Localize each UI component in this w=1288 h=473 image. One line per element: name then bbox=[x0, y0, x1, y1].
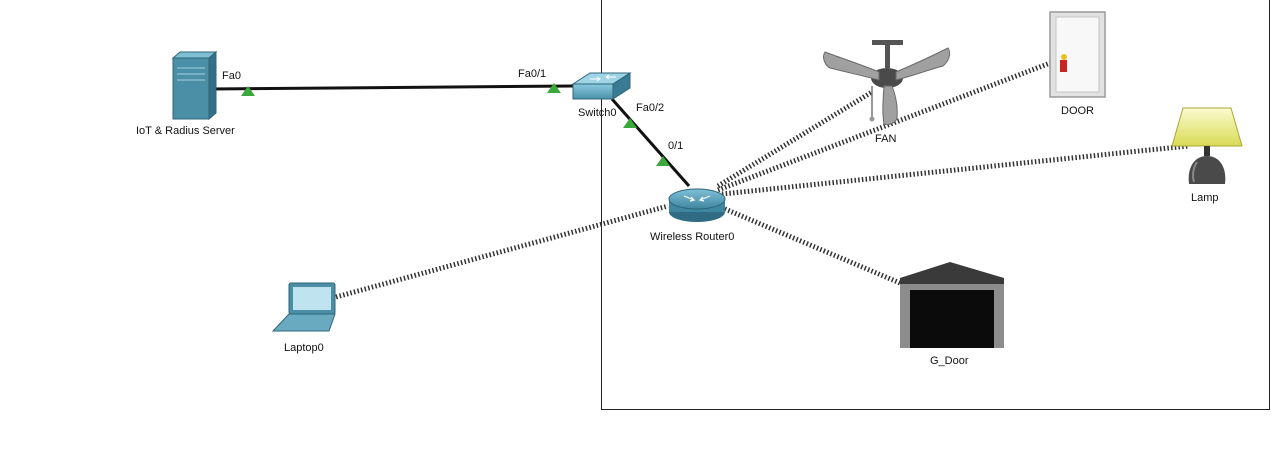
home-boundary-rectangle bbox=[601, 0, 1270, 410]
link-up-triangle-fa0-2 bbox=[623, 118, 637, 128]
port-label-0-1: 0/1 bbox=[668, 140, 684, 152]
link-up-triangle-0-1 bbox=[656, 156, 670, 166]
link-status-lights bbox=[241, 83, 670, 166]
door-icon[interactable] bbox=[1049, 11, 1106, 98]
fan-label: FAN bbox=[875, 133, 897, 145]
cable-server-switch bbox=[209, 84, 575, 91]
laptop-icon[interactable] bbox=[271, 282, 336, 332]
door-label: DOOR bbox=[1061, 105, 1094, 117]
gdoor-label: G_Door bbox=[930, 355, 969, 367]
lamp-label: Lamp bbox=[1191, 192, 1219, 204]
switch-icon[interactable] bbox=[571, 72, 632, 100]
laptop-label: Laptop0 bbox=[284, 342, 324, 354]
link-up-triangle-fa0-1 bbox=[547, 83, 561, 93]
garage-door-icon[interactable] bbox=[900, 262, 1004, 348]
link-up-triangle-fa0 bbox=[241, 86, 255, 96]
server-tower-icon[interactable] bbox=[171, 50, 218, 121]
ceiling-fan-icon[interactable] bbox=[823, 40, 951, 125]
server-label: IoT & Radius Server bbox=[136, 125, 235, 137]
cable-switch-router bbox=[610, 98, 691, 187]
wireless-link-lamp bbox=[721, 143, 1189, 197]
wired-links bbox=[209, 84, 691, 187]
wireless-link-laptop bbox=[335, 203, 669, 300]
port-label-fa0-2: Fa0/2 bbox=[636, 102, 665, 114]
wireless-link-gdoor bbox=[717, 203, 901, 286]
wireless-router-icon[interactable] bbox=[668, 188, 726, 222]
router-label: Wireless Router0 bbox=[650, 231, 735, 243]
switch-label: Switch0 bbox=[578, 107, 617, 119]
lamp-icon[interactable] bbox=[1171, 107, 1243, 184]
wireless-link-fan bbox=[716, 89, 874, 189]
port-label-fa0: Fa0 bbox=[222, 70, 241, 82]
port-label-fa0-1: Fa0/1 bbox=[518, 68, 547, 80]
